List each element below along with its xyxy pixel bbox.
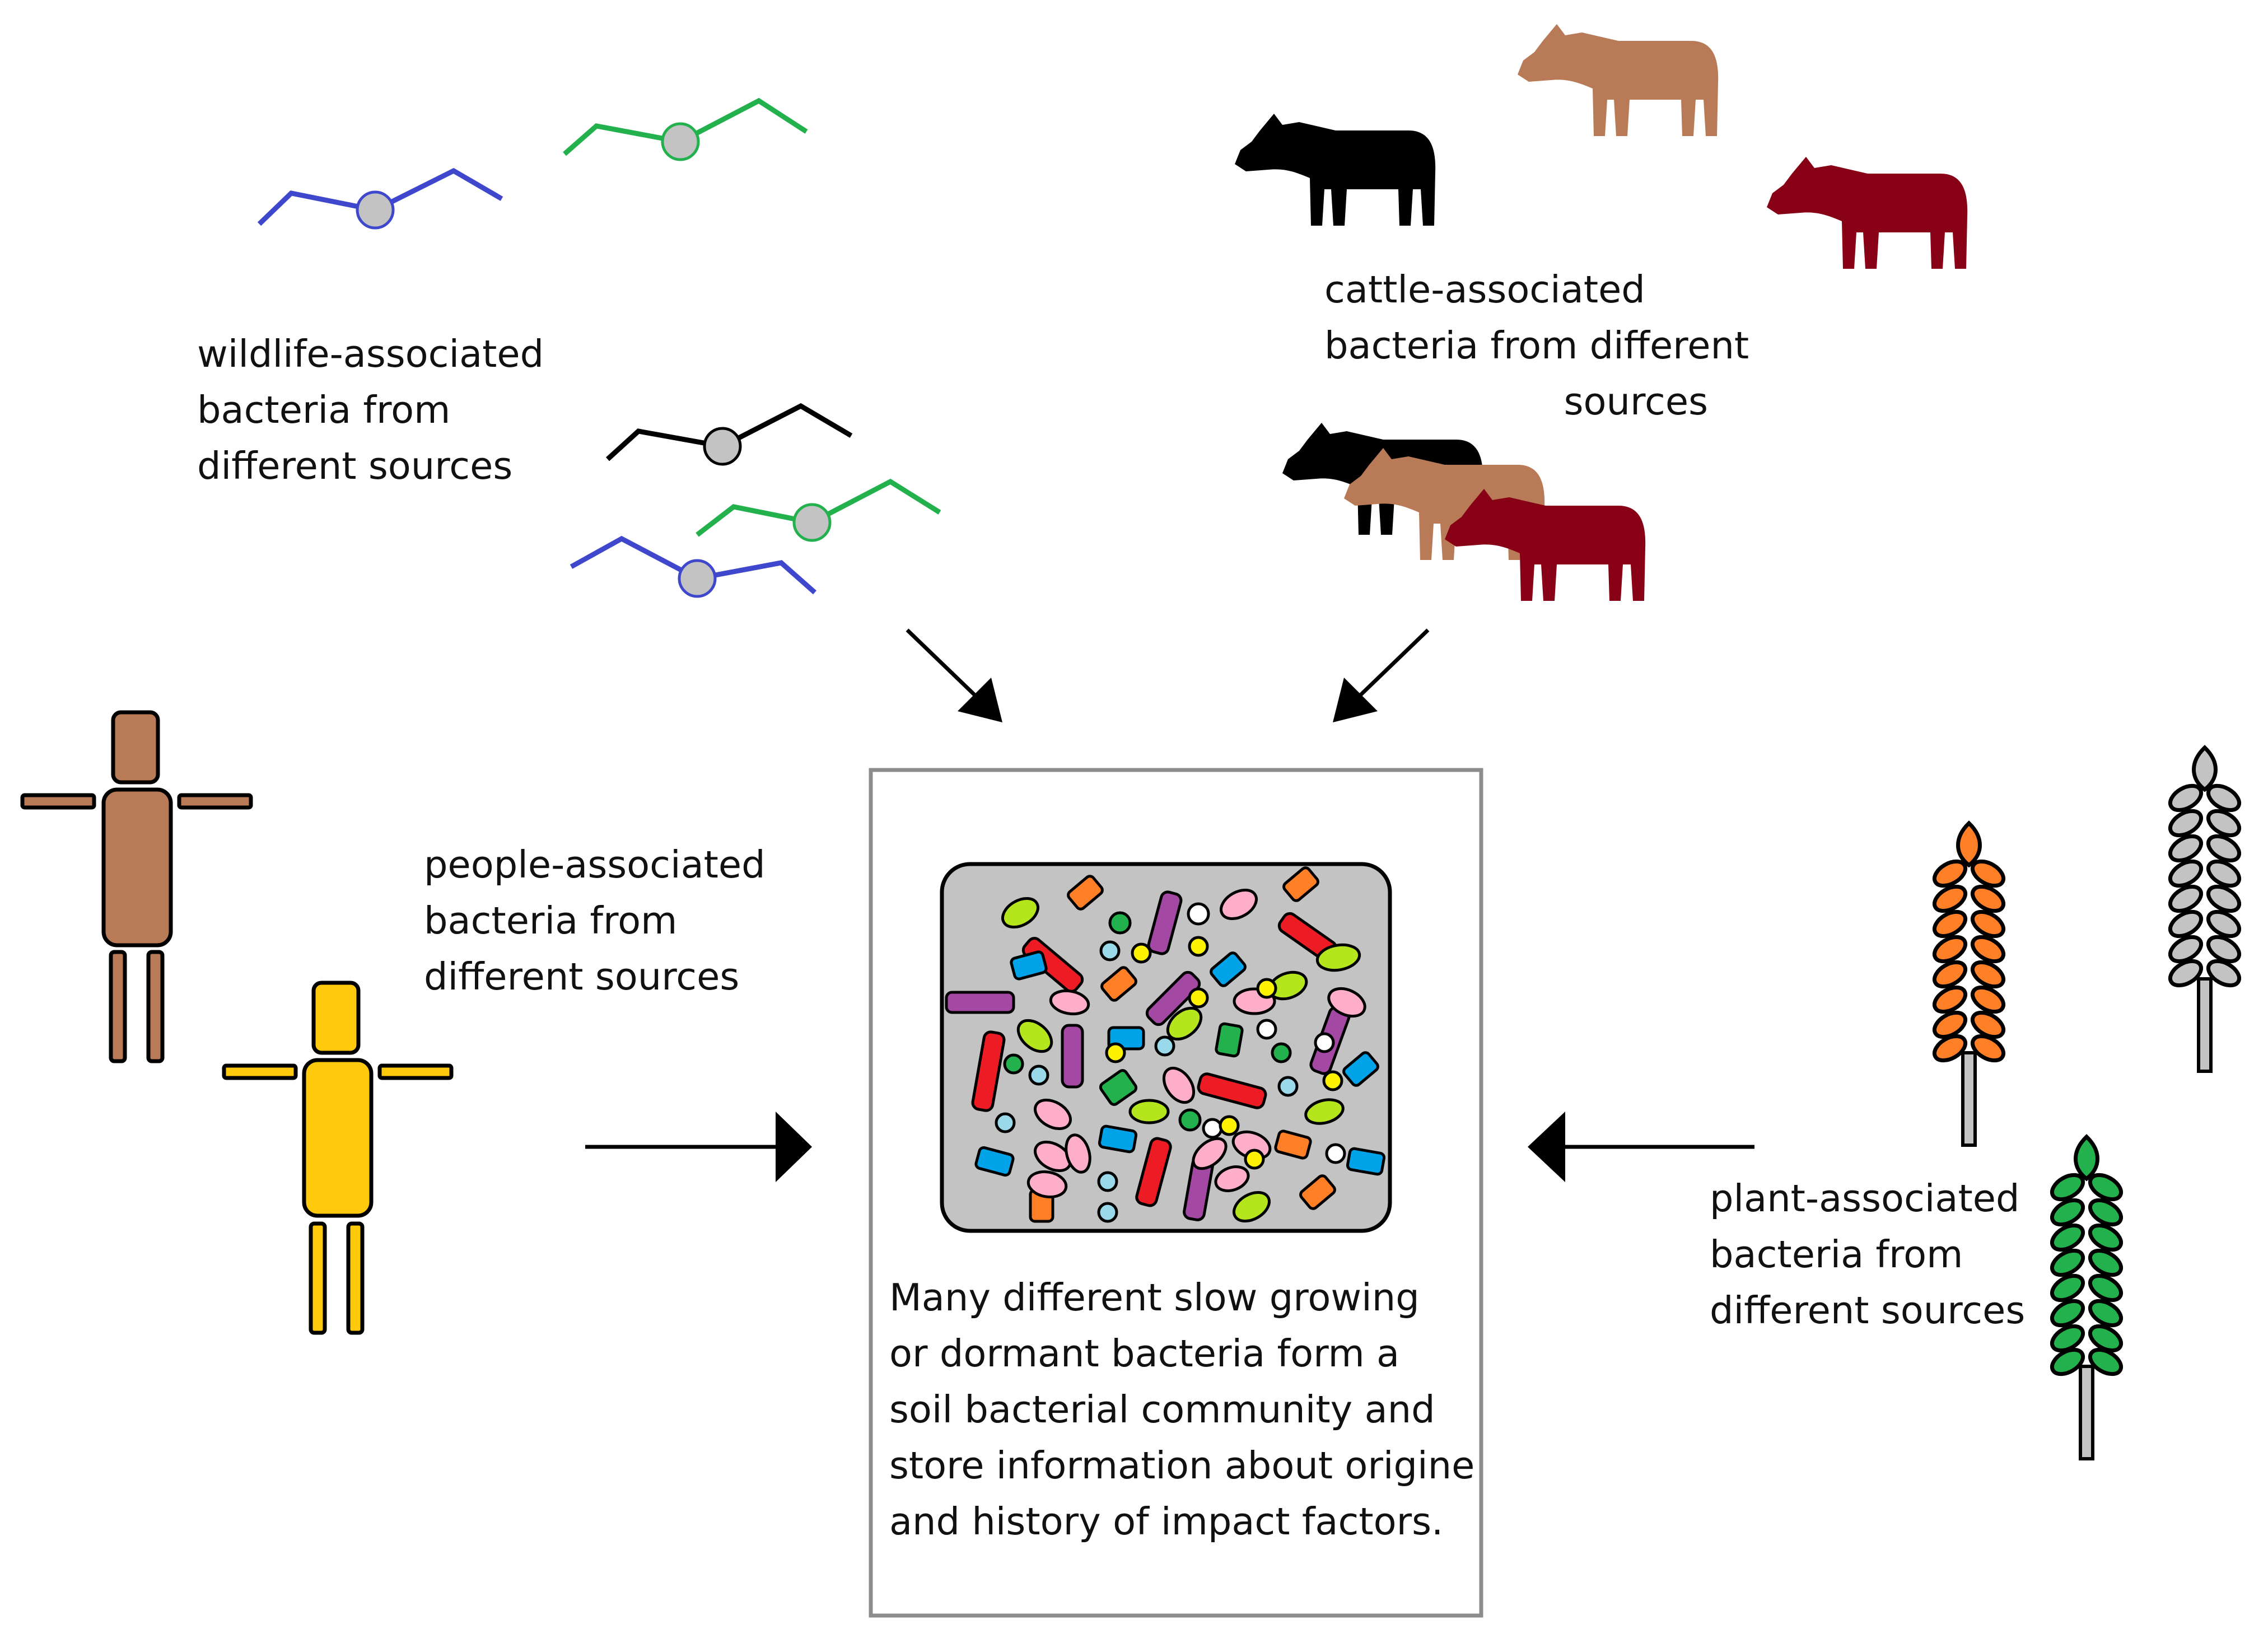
bacterium-rod [1061, 1024, 1084, 1089]
bird-blue-bottom-icon [570, 535, 816, 598]
bacterium-square [1346, 1147, 1386, 1176]
bacterium-oval [1128, 1099, 1170, 1124]
bacterium-rod [1147, 890, 1183, 955]
cattle-label: cattle-associated bacteria from differen… [1324, 268, 1761, 423]
bacterium-rod [1197, 1072, 1267, 1109]
bacterium-coccus [1131, 942, 1152, 964]
bacterium-rod [971, 1030, 1006, 1112]
bacterium-rod [1135, 1137, 1172, 1207]
people-label: people-associated bacteria from differen… [424, 843, 777, 998]
bacterium-oval [1065, 1133, 1091, 1174]
bacterium-coccus [1178, 1108, 1202, 1132]
bird-green-top-icon [563, 97, 808, 161]
arrow-people-icon [585, 1112, 812, 1182]
arrow-plant-icon [1528, 1112, 1754, 1182]
bacterium-coccus [1097, 1202, 1118, 1223]
bacterium-oval [1220, 888, 1258, 921]
bacterium-coccus [1108, 911, 1132, 935]
bacterium-coccus [1099, 940, 1121, 961]
bacterium-oval [1233, 1191, 1271, 1223]
cow-black-icon [1235, 114, 1436, 226]
bacterium-coccus [1097, 1171, 1118, 1192]
bird-black-icon [605, 403, 853, 466]
bacterium-coccus [995, 1112, 1016, 1133]
bacterium-coccus [1277, 1076, 1299, 1097]
bacterium-coccus [1256, 1019, 1277, 1040]
bird-green-bottom-icon [696, 478, 941, 542]
bacterium-square [1299, 1174, 1336, 1210]
bacterium-coccus [1322, 1070, 1343, 1091]
bacteria-cluster [945, 866, 1386, 1223]
wildlife-label: wildlife-associated bacteria from differ… [197, 332, 556, 488]
wheat-grey-icon [2166, 745, 2243, 1073]
bacterium-oval [1034, 1140, 1072, 1173]
bacterium-square [1215, 1022, 1244, 1058]
bacterium-coccus [1003, 1053, 1024, 1075]
bacterium-coccus [1271, 1042, 1292, 1063]
bird-blue-top-icon [257, 167, 503, 230]
bacterium-square [1099, 1069, 1138, 1106]
cow-tan-icon [1518, 24, 1719, 136]
bacterium-oval [1016, 1019, 1053, 1053]
center-description: Many different slow growing or dormant b… [889, 1276, 1487, 1543]
bacterium-square [1342, 1051, 1379, 1087]
arrow-wildlife-icon [906, 628, 1002, 722]
bacterium-rod [945, 991, 1015, 1014]
bacterium-oval [1166, 1006, 1203, 1041]
bacterium-coccus [1154, 1035, 1175, 1057]
bacterium-coccus [1325, 1143, 1346, 1164]
person-yellow-icon [222, 981, 454, 1335]
bacterium-coccus [1314, 1032, 1335, 1053]
bacterium-coccus [1028, 1065, 1049, 1086]
plant-label: plant-associated bacteria from different… [1710, 1177, 2032, 1332]
bacterium-coccus [1202, 1118, 1223, 1139]
bacterium-square [1010, 950, 1048, 981]
bacterium-oval [1327, 987, 1366, 1018]
bacterium-square [1210, 951, 1247, 987]
bacterium-oval [1315, 943, 1361, 972]
bacterium-oval [1192, 1137, 1228, 1170]
bacterium-coccus [1244, 1149, 1265, 1170]
bacterium-oval [1214, 1165, 1250, 1192]
cow-red-icon [1767, 157, 1968, 269]
bacterium-square [1098, 1124, 1138, 1154]
bacterium-coccus [1219, 1115, 1240, 1136]
bacterium-rod [1145, 970, 1201, 1026]
bacterium-oval [1162, 1066, 1196, 1104]
bacterium-square [1274, 1129, 1312, 1160]
bacterium-coccus [1187, 902, 1210, 926]
bacterium-oval [1304, 1098, 1345, 1125]
person-brown-icon [20, 710, 253, 1063]
bacterium-square [1067, 875, 1104, 911]
bacterium-oval [1034, 1098, 1072, 1131]
bacterium-coccus [1256, 978, 1277, 999]
bacterium-oval [1049, 989, 1090, 1016]
bacterium-square [1282, 866, 1319, 902]
bacterium-oval [1001, 897, 1039, 929]
bacterium-oval [1026, 1170, 1068, 1198]
bacterium-coccus [1188, 987, 1209, 1009]
bacterium-square [1100, 966, 1137, 1002]
wheat-orange-icon [1930, 820, 2008, 1147]
bacterium-square [974, 1146, 1015, 1177]
bacterium-coccus [1188, 936, 1209, 957]
wheat-green-icon [2048, 1134, 2125, 1460]
arrow-cattle-icon [1333, 628, 1430, 722]
bacterium-coccus [1105, 1042, 1126, 1063]
cow-red-group-icon [1445, 489, 1646, 601]
